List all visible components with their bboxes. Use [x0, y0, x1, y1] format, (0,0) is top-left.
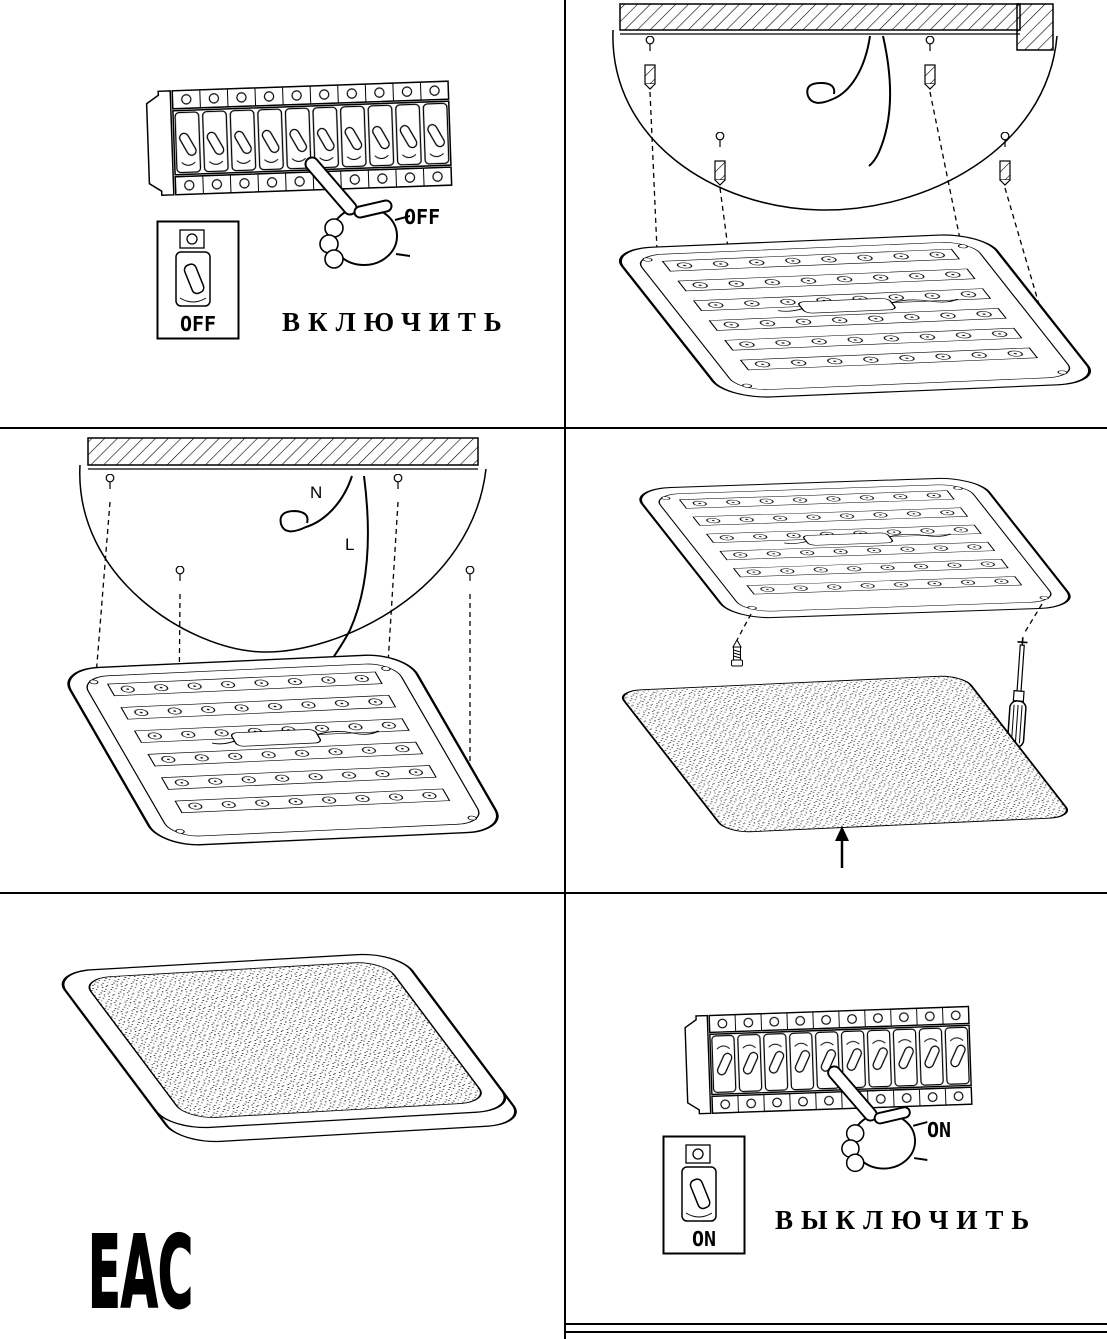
panel-step1-power-off: OFF OFF ВКЛЮЧИТЬ [145, 80, 510, 340]
bottom-rule-2 [565, 1331, 1107, 1333]
divider-horizontal-1 [0, 427, 1107, 429]
panel-step5-finished: EAC [61, 953, 517, 1332]
insert-arrow-icon [835, 826, 849, 868]
screwdriver-icon [1005, 603, 1043, 759]
panel-step2-mount-base [607, 3, 1103, 401]
wire-line-label: L [345, 535, 354, 554]
panel-step6-power-on: ON ON ВЫКЛЮЧИТЬ [662, 1005, 1037, 1255]
light-base [57, 652, 509, 848]
wire-neutral-label: N [310, 483, 322, 502]
breaker-state-label: ON [927, 1118, 951, 1142]
switch-detail-label: ON [692, 1227, 716, 1251]
divider-horizontal-2 [0, 892, 1107, 894]
ceiling [79, 437, 487, 653]
supply-wires [279, 475, 369, 659]
step1-caption: ВКЛЮЧИТЬ [282, 307, 510, 337]
step6-caption: ВЫКЛЮЧИТЬ [775, 1205, 1037, 1235]
divider-vertical [564, 0, 566, 1339]
finished-light [61, 953, 517, 1143]
switch-detail-label: OFF [180, 312, 216, 336]
panel-step3-wiring: N L [57, 437, 509, 848]
light-base [607, 231, 1103, 401]
breaker-strip [145, 80, 453, 197]
fixing-screw [731, 613, 752, 667]
panel-step4-attach-diffuser [615, 475, 1081, 868]
diffuser-panel [615, 674, 1075, 834]
bottom-rule-1 [565, 1323, 1107, 1325]
eac-mark: EAC [88, 1215, 193, 1331]
light-base [629, 475, 1081, 621]
ceiling [612, 3, 1058, 211]
breaker-state-label: OFF [404, 205, 440, 229]
supply-wires [806, 35, 892, 167]
breaker-strip [684, 1005, 973, 1115]
